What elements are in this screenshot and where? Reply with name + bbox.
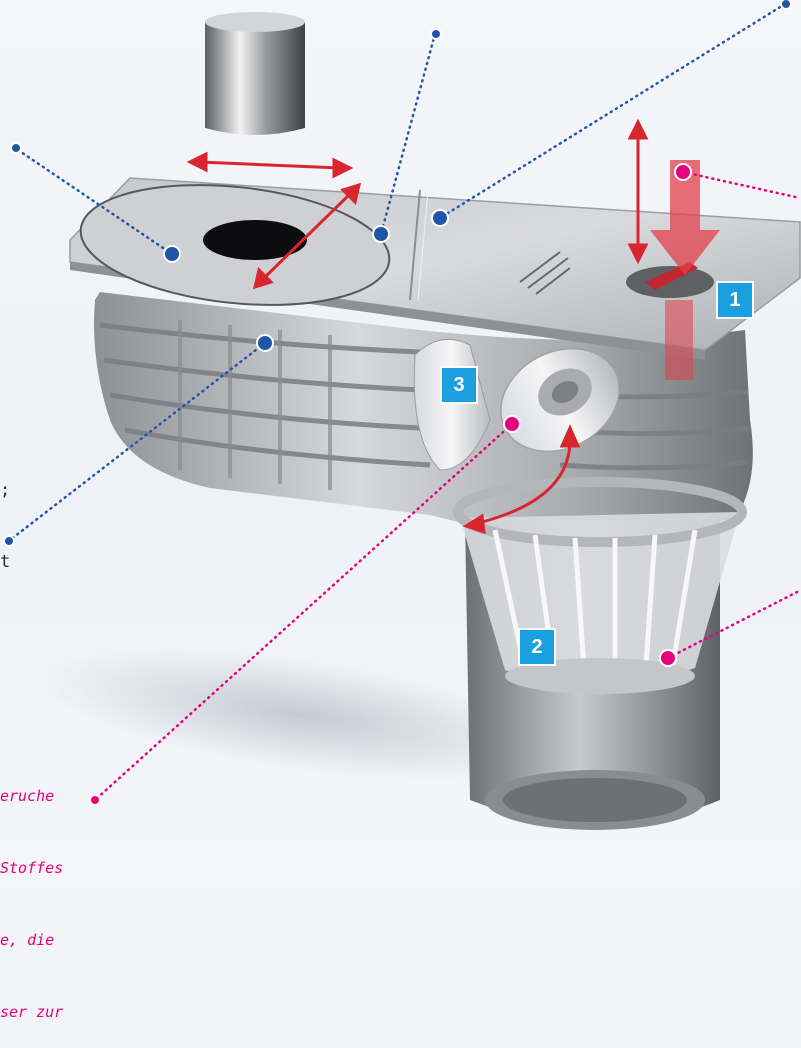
top-cylinder [205, 12, 305, 135]
callout-dot [372, 225, 390, 243]
clipped-text-bottom: eruche Stoffes e, die ser zur [0, 736, 118, 1048]
floor-shadow [42, 649, 558, 781]
callout-lines-blue [8, 2, 787, 542]
dimension-arrows [186, 118, 649, 535]
callout-dot [780, 0, 792, 10]
callout-dot [3, 535, 15, 547]
clipped-text-line: ser zur [0, 1003, 64, 1021]
callout-dot [430, 28, 442, 40]
callout-lines-magenta [93, 170, 801, 802]
clipped-text-left: ; t [0, 430, 20, 598]
callout-dot [674, 163, 692, 181]
number-badge-2: 2 [520, 630, 554, 664]
callout-dot [89, 794, 101, 806]
clipped-text-line: t [0, 552, 11, 572]
callout-dot [256, 334, 274, 352]
callout-dots-magenta [89, 163, 692, 806]
float-indicator [650, 160, 720, 275]
clipped-text-line: Stoffes [0, 859, 64, 877]
clipped-text-line: eruche [0, 787, 55, 805]
callout-dot [503, 415, 521, 433]
callout-dots-blue [3, 0, 792, 547]
drain-diagram [3, 0, 801, 830]
number-badge-3: 3 [442, 368, 476, 402]
housing-vertical-ribs [178, 320, 332, 490]
callout-dot [163, 245, 181, 263]
callout-dot [431, 209, 449, 227]
number-badge-1: 1 [718, 283, 752, 317]
grate-hole [203, 220, 307, 260]
clipped-text-line: e, die [0, 931, 55, 949]
callout-dot [659, 649, 677, 667]
callout-dot [10, 142, 22, 154]
clipped-text-line: ; [0, 480, 11, 500]
